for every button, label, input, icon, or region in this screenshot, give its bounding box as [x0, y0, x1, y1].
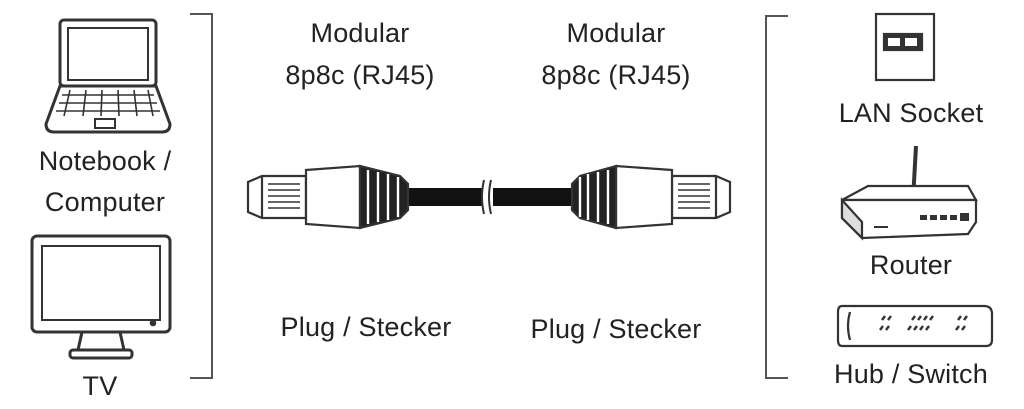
- left-bracket: [190, 13, 213, 379]
- right-connector-type-line2: 8p8c (RJ45): [541, 60, 691, 90]
- left-plug-label: Plug / Stecker: [280, 312, 452, 342]
- tv-label: TV: [82, 371, 118, 401]
- lan-socket-label: LAN Socket: [838, 98, 984, 128]
- hub-switch-label: Hub / Switch: [834, 359, 988, 389]
- right-plug-label: Plug / Stecker: [530, 314, 702, 344]
- router-label: Router: [869, 250, 953, 280]
- right-rj45-plug-icon: [570, 164, 732, 230]
- router-icon: [840, 145, 978, 241]
- right-bracket: [765, 15, 788, 379]
- cable: [408, 179, 573, 215]
- left-rj45-plug-icon: [246, 164, 410, 230]
- left-connector-type-line1: Modular: [310, 18, 410, 48]
- hub-switch-icon: [836, 304, 994, 348]
- notebook-label-line2: Computer: [44, 187, 166, 217]
- notebook-icon: [44, 18, 172, 134]
- right-connector-type-line1: Modular: [566, 18, 666, 48]
- lan-socket-icon: [874, 12, 936, 82]
- tv-icon: [30, 234, 172, 360]
- left-connector-type-line2: 8p8c (RJ45): [285, 60, 435, 90]
- notebook-label-line1: Notebook /: [38, 146, 172, 176]
